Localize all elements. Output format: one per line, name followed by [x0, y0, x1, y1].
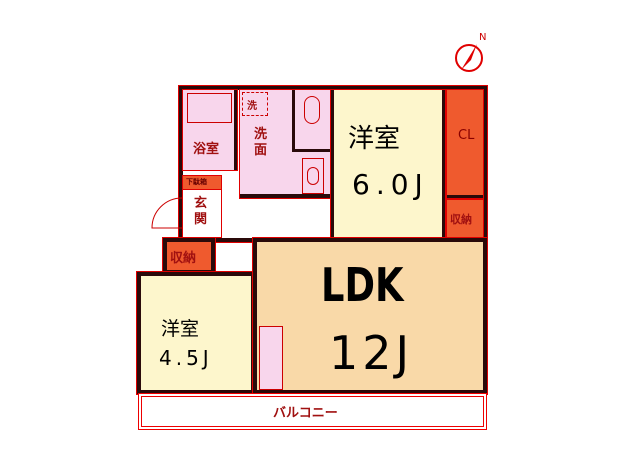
washroom-label: 洗面: [254, 127, 268, 158]
storage-right: 収納: [446, 199, 484, 239]
washroom: 洗 洗面: [239, 89, 331, 199]
wash-basin: [302, 158, 324, 194]
western-room-large-name: 洋室: [348, 124, 401, 154]
storage-right-label: 収納: [450, 213, 472, 226]
compass: N: [455, 32, 489, 74]
washer-label: 洗: [247, 101, 257, 112]
balcony: バルコニー: [138, 393, 487, 430]
washer-space: [242, 92, 268, 116]
entrance: 玄関: [182, 189, 222, 238]
shoe-box: 下駄箱: [182, 175, 222, 191]
bathroom: 浴室: [182, 89, 238, 171]
compass-north-label: N: [479, 32, 487, 43]
western-room-small: 洋室 4.5J: [136, 271, 256, 395]
toilet: [292, 90, 330, 152]
ldk-name: LDK: [321, 258, 404, 312]
toilet-bowl: [304, 96, 320, 124]
ldk-size: 12J: [329, 326, 414, 380]
closet: CL: [446, 89, 484, 199]
compass-icon: [455, 44, 483, 72]
western-room-small-name: 洋室: [161, 318, 200, 340]
entrance-label: 玄関: [194, 196, 208, 227]
western-room-large: 洋室 6.0J: [330, 89, 446, 240]
entrance-door-swing: [151, 197, 183, 229]
shoe-box-label: 下駄箱: [186, 178, 207, 186]
storage-left-label: 収納: [170, 251, 197, 266]
bathtub: [187, 93, 232, 123]
western-room-small-size: 4.5J: [159, 346, 213, 370]
closet-label: CL: [458, 128, 475, 143]
basin-bowl: [307, 167, 319, 185]
bathroom-label: 浴室: [193, 142, 220, 157]
ldk: LDK 12J: [252, 237, 488, 395]
kitchen-counter: [259, 326, 283, 390]
balcony-label: バルコニー: [273, 406, 338, 421]
western-room-large-size: 6.0J: [352, 168, 429, 201]
storage-left: 収納: [162, 237, 216, 275]
